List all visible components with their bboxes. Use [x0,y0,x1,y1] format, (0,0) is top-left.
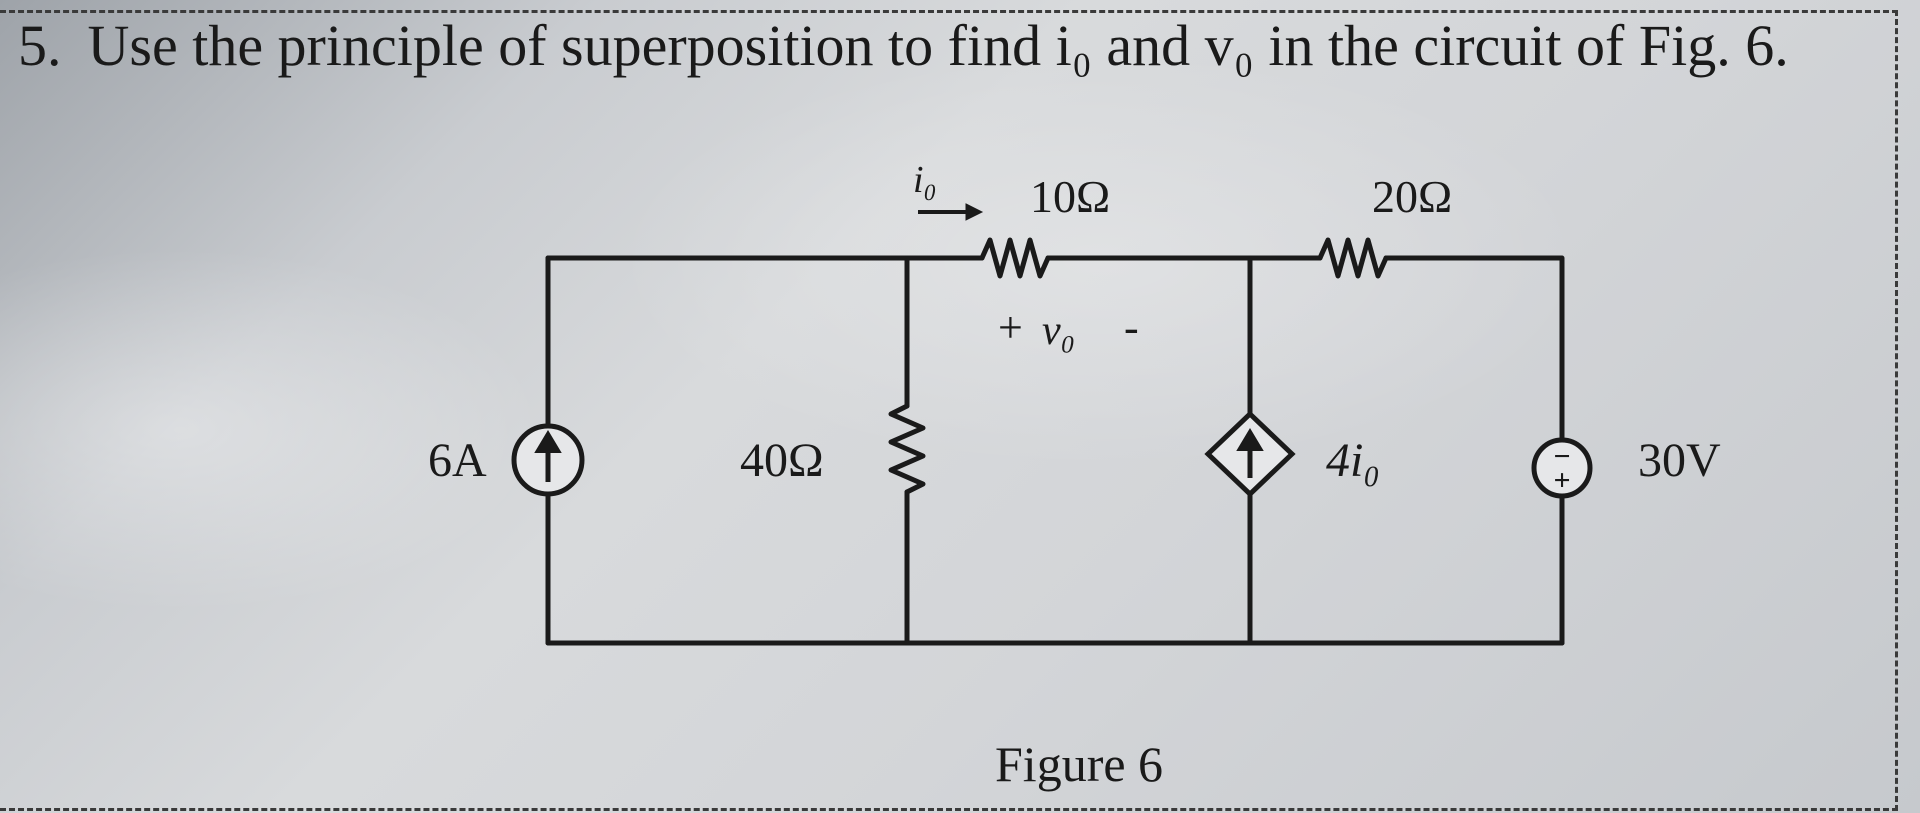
voltage-source-minus-sign: − [1553,440,1570,473]
figure-caption: Figure 6 [995,736,1164,792]
voltage-source-label: 30V [1638,434,1721,487]
current-i0-label: i₀ [913,159,937,201]
voltage-v0-minus: - [1124,303,1139,352]
voltage-v0-label: v₀ [1042,308,1075,354]
voltage-source-30v [1531,437,1593,499]
wire-top-right [1383,255,1565,443]
voltage-v0-plus: + [998,303,1023,352]
resistor-10-ohm-label: 10Ω [1030,171,1110,222]
dependent-source-arrow-icon [1236,428,1264,478]
resistor-20-ohm-label: 20Ω [1372,171,1452,222]
page-border [0,10,1898,811]
current-source-arrow-icon [534,430,562,482]
resistor-10-ohm-zigzag [979,237,1051,279]
question-text: 5. Use the principle of superposition to … [18,12,1789,79]
dependent-source-label: 4i₀ [1326,434,1380,487]
resistor-20-ohm-zigzag [1317,237,1389,279]
resistor-40-ohm-zigzag [888,403,926,495]
resistor-40-ohm-label: 40Ω [740,434,824,487]
question-body: Use the principle of superposition to fi… [87,13,1789,78]
voltage-source-plus-sign: + [1553,464,1570,497]
current-direction-arrow-icon [918,203,984,221]
question-number: 5. [18,13,62,78]
current-source-label: 6A [428,434,487,487]
